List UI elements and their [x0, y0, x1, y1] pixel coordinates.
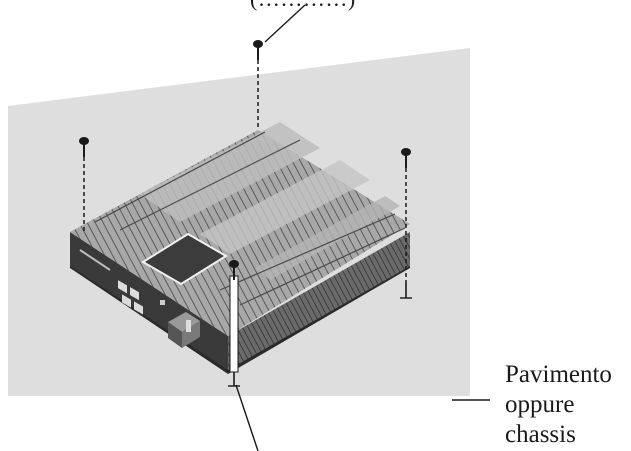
floor-label-line1: Pavimento: [505, 361, 612, 388]
amplifier-label-plate: [141, 232, 228, 286]
amplifier-controls: [79, 249, 165, 315]
floor-label-line2: oppure: [505, 391, 575, 418]
screw-right: [400, 148, 412, 299]
bottom-callout-leader: [235, 384, 259, 451]
screw-front: [228, 260, 240, 387]
top-callout-leader: [264, 4, 306, 43]
amplifier-terminal-block: [168, 312, 200, 348]
floor-chassis-label: Pavimento oppure chassis: [505, 360, 612, 450]
screw-left: [79, 137, 89, 232]
screw-top: [253, 40, 263, 130]
amplifier: [70, 122, 410, 374]
top-callout-label: (…………): [250, 0, 356, 12]
amplifier-right-side: [228, 232, 410, 370]
floor-label-line3: chassis: [505, 421, 576, 448]
